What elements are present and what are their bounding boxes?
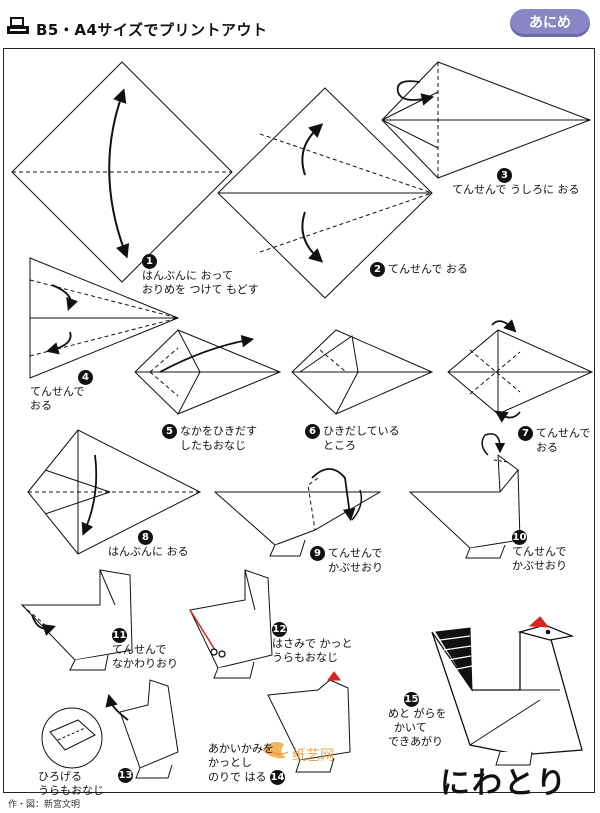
watermark-logo [262,742,289,759]
step-9-diagram [213,468,382,557]
caption-step-3: 3 てんせんで うしろに おる [452,168,580,196]
anime-button[interactable]: あにめ [510,9,590,37]
step-14-diagram [267,671,351,773]
caption-step-4: 4 てんせんで おる [30,370,96,413]
watermark-text: 纸艺网 [292,748,334,764]
printer-icon [7,17,29,34]
caption-step-15: 15 めと がらを かいて できあがり [388,692,447,748]
step-8-diagram [27,429,202,555]
caption-step-8: 8 はんぶんに おる [108,530,189,558]
caption-step-12: 12 はさみで かっと うらもおなじ [272,622,353,664]
caption-step-11: 11 てんせんで なかわりおり [112,628,178,670]
step-13-number: 13 [118,768,133,783]
step-11-diagram [20,569,133,671]
step-5-diagram [134,329,282,415]
step-4-diagram [29,257,180,379]
caption-step-14: あかいかみを かっとし のりで はる 14 [208,742,285,785]
caption-step-1: 1 はんぶんに おって おりめを つけて もどす [142,254,259,296]
step-15-diagram [431,616,583,766]
step-12-diagram [189,569,273,679]
final-title: にわとり [440,766,568,801]
diagram-frame [3,48,595,793]
step-6-diagram [291,329,434,415]
step-13-diagram [41,679,179,779]
caption-step-13: ひろげる うらもおなじ [38,770,104,797]
caption-step-10: 10 てんせんで かぶせおり [512,530,567,572]
page-header: B5・A4サイズでプリントアウト あにめ [0,0,600,48]
step-7-diagram [447,319,594,423]
step-3-diagram [381,61,592,179]
step-1-diagram [11,61,233,283]
page-title: B5・A4サイズでプリントアウト [36,21,268,39]
step-10-diagram [408,433,521,559]
credit-text: 作・図：新宮文明 [8,800,81,810]
step-2-diagram [217,87,433,299]
